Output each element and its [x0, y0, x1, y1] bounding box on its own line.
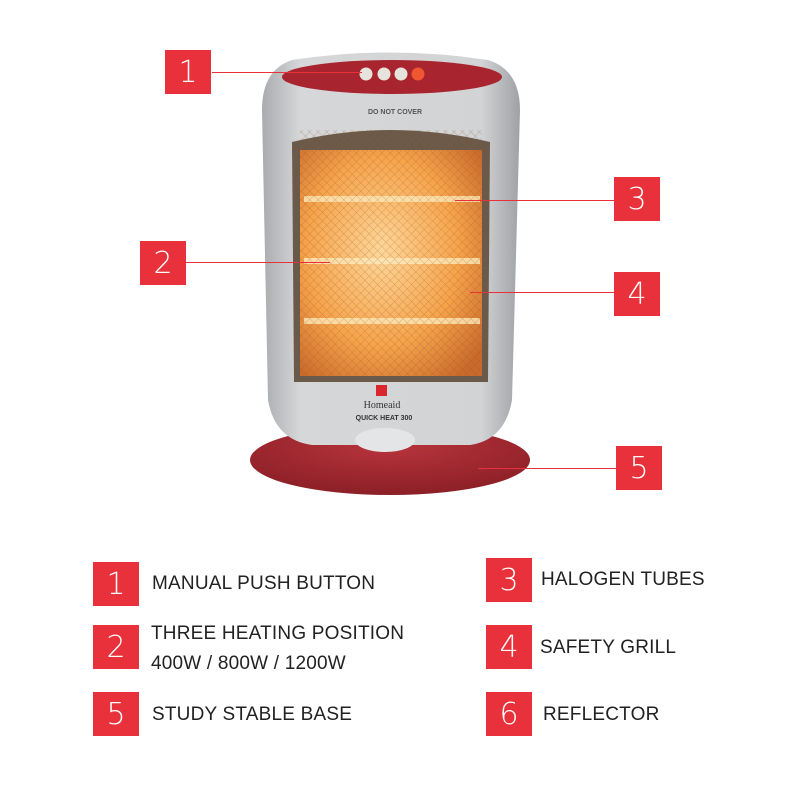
brand-name: Homeaid: [364, 400, 401, 411]
legend-badge-4: 4: [486, 625, 532, 669]
legend-label-5: STUDY STABLE BASE: [152, 704, 353, 725]
power-button[interactable]: [411, 67, 425, 81]
legend-label-4: SAFETY GRILL: [540, 637, 677, 658]
callout-line-5: [478, 468, 616, 469]
legend-badge-5: 5: [93, 692, 139, 736]
callout-badge-5: 5: [616, 446, 662, 490]
model-name: QUICK HEAT 300: [356, 415, 413, 422]
callout-badge-1: 1: [165, 50, 211, 94]
do-not-cover-label: DO NOT COVER: [368, 109, 422, 116]
push-button[interactable]: [359, 67, 373, 81]
callout-line-4: [470, 292, 614, 293]
legend-badge-6: 6: [486, 692, 532, 736]
callout-line-2: [185, 262, 330, 263]
callout-line-3: [455, 200, 614, 201]
legend-badge-1: 1: [93, 562, 139, 606]
legend-sublabel-2: 400W / 800W / 1200W: [151, 653, 346, 674]
push-button[interactable]: [394, 67, 408, 81]
callout-badge-2: 2: [140, 241, 186, 285]
grill-mesh: [300, 130, 482, 376]
legend-badge-3: 3: [486, 558, 532, 602]
legend-label-1: MANUAL PUSH BUTTON: [152, 573, 376, 594]
legend-label-2: THREE HEATING POSITION: [151, 623, 405, 644]
legend-badge-2: 2: [93, 625, 139, 669]
pivot-joint: [355, 428, 415, 452]
brand-logo: [376, 385, 387, 396]
callout-line-1: [212, 72, 362, 73]
legend-label-3: HALOGEN TUBES: [541, 569, 705, 590]
legend-label-6: REFLECTOR: [543, 704, 660, 725]
callout-badge-3: 3: [614, 177, 660, 221]
push-button[interactable]: [377, 67, 391, 81]
callout-badge-4: 4: [614, 272, 660, 316]
control-panel: [282, 60, 502, 94]
